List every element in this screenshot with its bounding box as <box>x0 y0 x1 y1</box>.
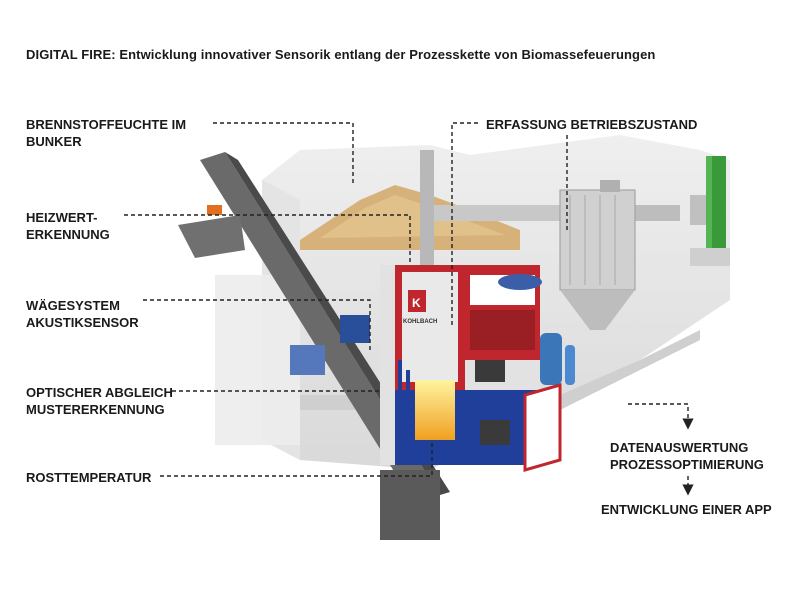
leader-grate-temp <box>160 440 433 477</box>
label-calorific-line2: ERKENNUNG <box>26 227 110 242</box>
svg-text:K: K <box>412 296 421 310</box>
label-fuel-moisture: BRENNSTOFFEUCHTE IM BUNKER <box>26 116 186 150</box>
label-grate-temp: ROSTTEMPERATUR <box>26 470 152 485</box>
label-fuel-moisture-line1: BRENNSTOFFEUCHTE IM <box>26 117 187 132</box>
label-operating-state: ERFASSUNG BETRIEBSZUSTAND <box>486 117 698 132</box>
flow-arrows <box>628 403 694 496</box>
exhaust-stack <box>690 156 730 266</box>
boiler: K KOHLBACH <box>380 265 562 472</box>
label-optical-line1: OPTISCHER ABGLEICH <box>26 385 173 400</box>
feed-motors <box>290 315 370 375</box>
label-calorific-line1: HEIZWERT- <box>26 210 98 225</box>
page-title: DIGITAL FIRE: Entwicklung innovativer Se… <box>26 47 656 62</box>
label-data-analysis: DATENAUSWERTUNG PROZESSOPTIMIERUNG <box>610 439 764 473</box>
label-weighing: WÄGESYSTEM AKUSTIKSENSOR <box>26 297 139 331</box>
leader-weighing <box>143 299 371 352</box>
boiler-brand-text: KOHLBACH <box>403 319 437 325</box>
label-app: ENTWICKLUNG EINER APP <box>601 502 772 517</box>
leader-lines <box>124 122 568 477</box>
label-data-analysis-line1: DATENAUSWERTUNG <box>610 440 749 455</box>
label-data-analysis-line2: PROZESSOPTIMIERUNG <box>610 457 764 472</box>
label-fuel-moisture-line2: BUNKER <box>26 134 82 149</box>
label-optical: OPTISCHER ABGLEICH MUSTERERKENNUNG <box>26 384 173 418</box>
arrow-to-data-analysis <box>628 403 694 430</box>
label-optical-line2: MUSTERERKENNUNG <box>26 402 165 417</box>
leader-fuel-moisture <box>213 122 354 185</box>
leader-operating-state <box>451 122 478 325</box>
label-weighing-line1: WÄGESYSTEM <box>26 298 120 313</box>
label-calorific: HEIZWERT- ERKENNUNG <box>26 209 110 243</box>
label-weighing-line2: AKUSTIKSENSOR <box>26 315 139 330</box>
filter-unit <box>559 180 636 330</box>
pressure-tanks <box>540 333 575 385</box>
